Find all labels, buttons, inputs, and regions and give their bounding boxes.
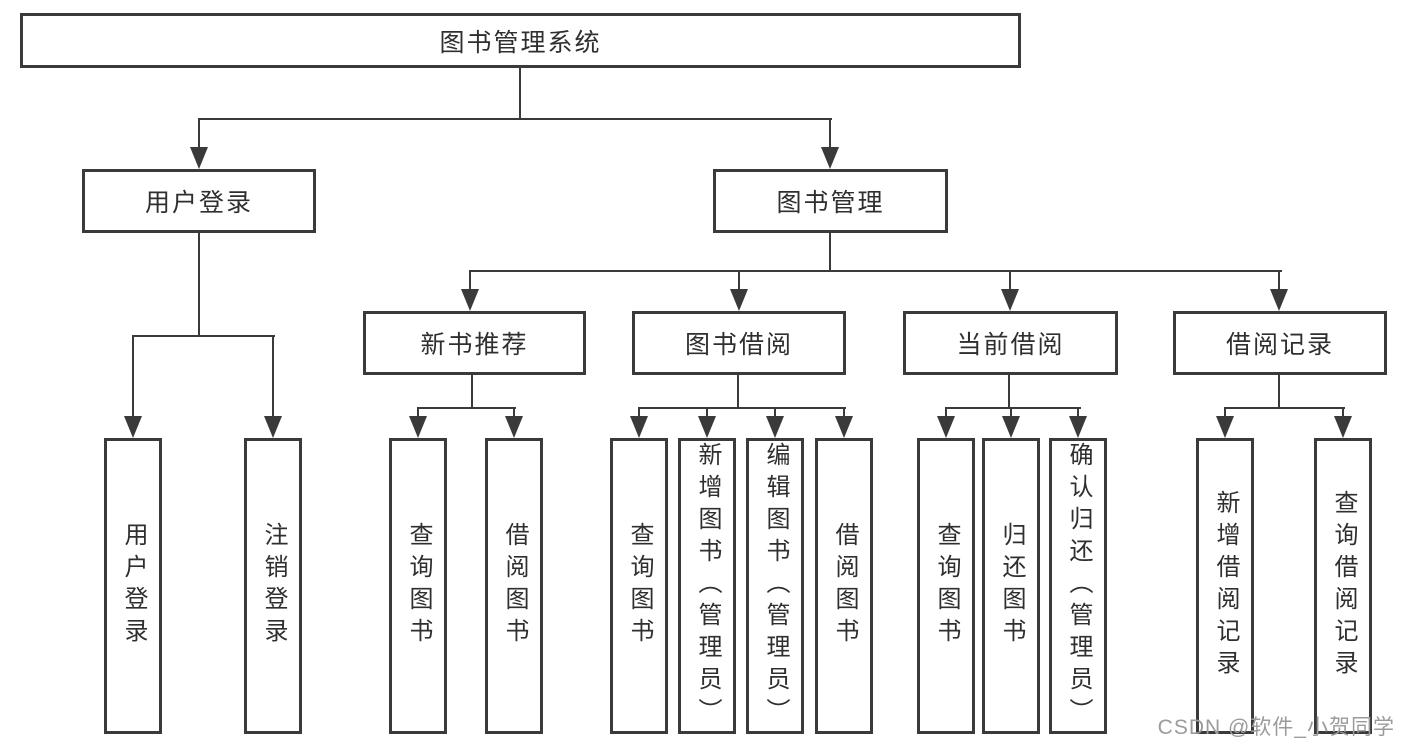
leaf-borrow-books-recommend-label: 借阅图书	[501, 522, 528, 650]
arrow-to-leaf-user-login	[124, 335, 142, 438]
node-book-borrowing: 图书借阅	[632, 311, 846, 375]
leaf-confirm-return-admin-label: 确认归还（管理员）	[1065, 442, 1092, 730]
connector-borrowing-records-rail	[1224, 407, 1345, 409]
leaf-query-books-recommend: 查询图书	[389, 438, 447, 734]
node-new-book-recommend: 新书推荐	[363, 311, 586, 375]
arrow-to-borrowing-records	[1270, 270, 1288, 311]
node-current-borrowing: 当前借阅	[903, 311, 1118, 375]
node-user-login: 用户登录	[82, 169, 316, 233]
leaf-query-books-recommend-label: 查询图书	[405, 522, 432, 650]
arrow-to-leaf-query-books-1	[409, 407, 427, 438]
leaf-add-borrow-record-label: 新增借阅记录	[1212, 490, 1239, 682]
node-book-borrowing-label: 图书借阅	[684, 331, 793, 359]
node-root-label: 图书管理系统	[439, 28, 602, 57]
node-borrowing-records: 借阅记录	[1173, 311, 1387, 375]
leaf-return-books: 归还图书	[982, 438, 1040, 734]
arrow-to-leaf-borrow-books-1	[505, 407, 523, 438]
connector-current-borrowing-stem	[1008, 374, 1010, 409]
arrow-to-leaf-add-borrow-record	[1216, 407, 1234, 438]
arrow-to-book-management	[821, 118, 839, 169]
arrow-to-current-borrowing	[1001, 270, 1019, 311]
connector-user-login-stem	[198, 232, 200, 337]
leaf-query-books-borrowing-label: 查询图书	[626, 522, 653, 650]
arrow-to-user-login	[190, 118, 208, 169]
leaf-return-books-label: 归还图书	[998, 522, 1025, 650]
leaf-borrow-books-borrowing: 借阅图书	[815, 438, 873, 734]
connector-new-book-recommend-stem	[471, 374, 473, 409]
node-borrowing-records-label: 借阅记录	[1225, 331, 1334, 359]
leaf-add-books-admin: 新增图书（管理员）	[678, 438, 736, 734]
leaf-edit-books-admin: 编辑图书（管理员）	[746, 438, 804, 734]
connector-current-borrowing-rail	[945, 407, 1081, 409]
node-root: 图书管理系统	[20, 13, 1021, 68]
leaf-query-borrow-record: 查询借阅记录	[1314, 438, 1372, 734]
arrow-to-leaf-return-books	[1002, 407, 1020, 438]
connector-book-management-stem	[829, 232, 831, 272]
leaf-query-books-current-label: 查询图书	[933, 522, 960, 650]
arrow-to-leaf-borrow-books-2	[835, 407, 853, 438]
arrow-to-leaf-confirm-return	[1069, 407, 1087, 438]
leaf-edit-books-admin-label: 编辑图书（管理员）	[762, 442, 789, 730]
connector-root-stem	[519, 68, 521, 120]
arrow-to-leaf-query-borrow-record	[1334, 407, 1352, 438]
leaf-query-books-current: 查询图书	[917, 438, 975, 734]
connector-book-management-rail	[469, 270, 1282, 272]
leaf-add-books-admin-label: 新增图书（管理员）	[694, 442, 721, 730]
leaf-add-borrow-record: 新增借阅记录	[1196, 438, 1254, 734]
leaf-user-login-label: 用户登录	[120, 522, 147, 650]
leaf-borrow-books-recommend: 借阅图书	[485, 438, 543, 734]
arrow-to-leaf-query-books-3	[937, 407, 955, 438]
leaf-logout-label: 注销登录	[260, 522, 287, 650]
node-current-borrowing-label: 当前借阅	[956, 331, 1065, 359]
leaf-borrow-books-borrowing-label: 借阅图书	[831, 522, 858, 650]
arrow-to-new-book-recommend	[461, 270, 479, 311]
node-book-management-label: 图书管理	[776, 189, 885, 217]
leaf-user-login: 用户登录	[104, 438, 162, 734]
leaf-query-borrow-record-label: 查询借阅记录	[1330, 490, 1357, 682]
connector-new-book-recommend-rail	[417, 407, 516, 409]
connector-borrowing-records-stem	[1278, 374, 1280, 409]
connector-root-rail	[198, 118, 832, 120]
connector-book-borrowing-rail	[638, 407, 846, 409]
leaf-query-books-borrowing: 查询图书	[610, 438, 668, 734]
arrow-to-book-borrowing	[730, 270, 748, 311]
leaf-confirm-return-admin: 确认归还（管理员）	[1049, 438, 1107, 734]
arrow-to-leaf-query-books-2	[630, 407, 648, 438]
csdn-watermark: CSDN @软件_小贺同学	[1157, 716, 1395, 739]
arrow-to-leaf-edit-books	[766, 407, 784, 438]
node-book-management: 图书管理	[713, 169, 948, 233]
node-user-login-label: 用户登录	[144, 189, 253, 217]
connector-book-borrowing-stem	[737, 374, 739, 409]
arrow-to-leaf-add-books	[698, 407, 716, 438]
connector-user-login-rail	[132, 335, 275, 337]
node-new-book-recommend-label: 新书推荐	[420, 331, 529, 359]
leaf-logout: 注销登录	[244, 438, 302, 734]
arrow-to-leaf-logout	[264, 335, 282, 438]
